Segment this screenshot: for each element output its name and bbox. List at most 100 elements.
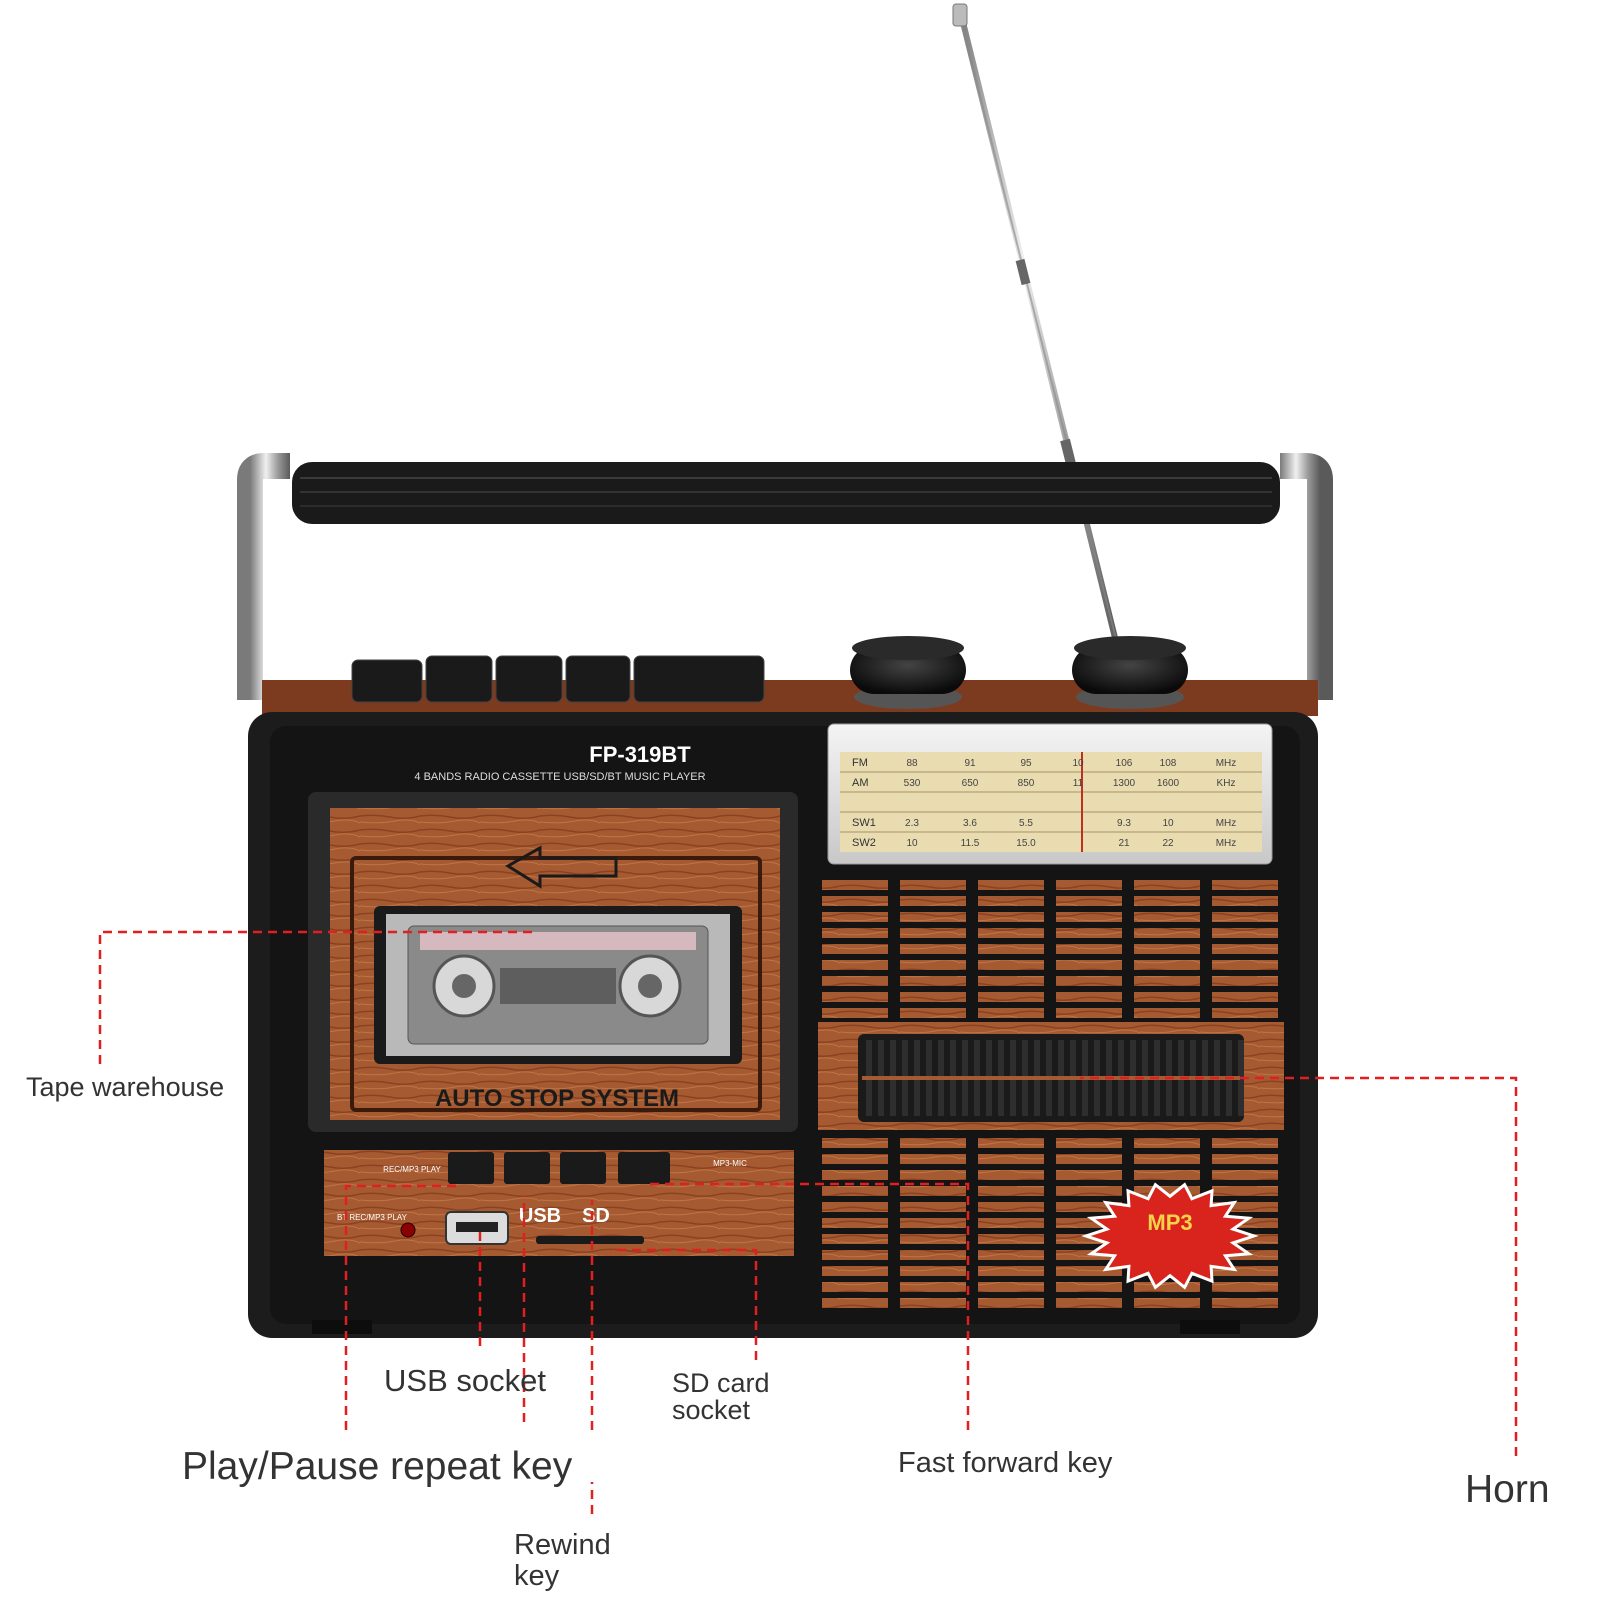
dial-mark: 10 (906, 838, 918, 849)
callout-fast-forward-key: Fast forward key (898, 1447, 1113, 1479)
dial-mark: MHz (1216, 818, 1237, 829)
grille-bar (978, 1154, 1044, 1164)
tuning-knob[interactable] (1072, 636, 1188, 709)
grille-bar (978, 1298, 1044, 1308)
grille-bar (900, 1186, 966, 1196)
grille-bar (900, 1154, 966, 1164)
grille-bar (822, 1266, 888, 1276)
grille-bar (1056, 928, 1122, 938)
cassette-compartment[interactable]: AUTO STOP SYSTEM (308, 792, 798, 1132)
grille-bar (822, 1138, 888, 1148)
grille-bar (900, 976, 966, 986)
eject-arrow-icon (505, 845, 618, 889)
grille-bar (822, 1250, 888, 1260)
dial-mark: 11.5 (961, 838, 980, 849)
dial-mark: 9.3 (1117, 818, 1131, 829)
grille-bar (978, 1266, 1044, 1276)
rewind-button[interactable] (504, 1152, 550, 1184)
callout-line-horn (1080, 1076, 1518, 1456)
grille-bar (1134, 1170, 1200, 1180)
grille-bar (1212, 1008, 1278, 1018)
grille-bar (1056, 912, 1122, 922)
volume-knob[interactable] (850, 636, 966, 709)
grille-bar (822, 1282, 888, 1292)
grille-bar (1134, 880, 1200, 890)
grille-bar (1056, 1186, 1122, 1196)
grille-bar (822, 1298, 888, 1308)
mp3-badge-text: MP3 (1147, 1210, 1192, 1235)
grille-bar (978, 1170, 1044, 1180)
grille-bar (900, 960, 966, 970)
model-label: FP-319BT (589, 742, 691, 767)
grille-bar (822, 912, 888, 922)
grille-bar (1212, 1202, 1278, 1212)
indicator-led (400, 1222, 416, 1238)
play-pause-button[interactable] (448, 1152, 494, 1184)
grille-bar (900, 1250, 966, 1260)
dial-mark: MHz (1216, 838, 1237, 849)
dial-mark: KHz (1217, 778, 1236, 789)
grille-bar (822, 1154, 888, 1164)
grille-bar (1212, 1170, 1278, 1180)
grille-bar (822, 1234, 888, 1244)
sd-card-slot[interactable] (536, 1236, 644, 1244)
dial-mark: 22 (1162, 838, 1174, 849)
grille-bar (1134, 928, 1200, 938)
callout-horn: Horn (1465, 1468, 1550, 1511)
dial-mark: 10 (1162, 818, 1174, 829)
grille-bar (1212, 1266, 1278, 1276)
sd-port-label: SD (582, 1205, 610, 1227)
grille-bar (1056, 960, 1122, 970)
fast-forward-button[interactable] (618, 1152, 670, 1184)
mp3-badge: MP3 (1081, 1182, 1259, 1290)
grille-bar (900, 1138, 966, 1148)
grille-bar (978, 1008, 1044, 1018)
record-button[interactable] (560, 1152, 606, 1184)
dial-mark: 1600 (1157, 778, 1180, 789)
grille-bar (900, 1008, 966, 1018)
grille-bar (822, 1218, 888, 1228)
grille-bar (1212, 928, 1278, 938)
grille-bar (978, 928, 1044, 938)
dial-mark: 3.6 (963, 818, 977, 829)
grille-bar (822, 880, 888, 890)
grille-bar (822, 944, 888, 954)
grille-bar (822, 1170, 888, 1180)
grille-bar (1056, 1008, 1122, 1018)
grille-bar (978, 960, 1044, 970)
callout-sd-card-socket: SD card socket (672, 1368, 770, 1425)
grille-bar (1056, 992, 1122, 1002)
grille-bar (1212, 1154, 1278, 1164)
callout-lines (98, 930, 1518, 1514)
grille-bar (822, 1008, 888, 1018)
grille-bar (1134, 1282, 1200, 1292)
dial-mark: 5.5 (1019, 818, 1033, 829)
grille-bar (1212, 912, 1278, 922)
transport-keys-top[interactable] (351, 655, 765, 703)
dial-mark: 91 (964, 758, 976, 769)
grille-bar (1212, 992, 1278, 1002)
grille-bar (1134, 1008, 1200, 1018)
grille-bar (1056, 944, 1122, 954)
dial-mark: 106 (1116, 758, 1133, 769)
callout-usb-socket: USB socket (384, 1363, 546, 1398)
grille-bar (1212, 1186, 1278, 1196)
dial-mark: 1300 (1113, 778, 1136, 789)
grille-bar (1134, 992, 1200, 1002)
grille-bar (1134, 896, 1200, 906)
grille-bar (822, 1186, 888, 1196)
grille-bar (1056, 1234, 1122, 1244)
grille-bar (978, 912, 1044, 922)
grille-bar (900, 880, 966, 890)
grille-bar (1056, 1170, 1122, 1180)
grille-bar (822, 992, 888, 1002)
grille-bar (1134, 976, 1200, 986)
grille-bar (1212, 1298, 1278, 1308)
dial-mark: MHz (1216, 758, 1237, 769)
grille-bar (1056, 1154, 1122, 1164)
grille-bar (1056, 976, 1122, 986)
mp3-mic-label: MP3-MIC (713, 1159, 747, 1168)
dial-mark: 108 (1160, 758, 1177, 769)
grille-bar (1212, 880, 1278, 890)
